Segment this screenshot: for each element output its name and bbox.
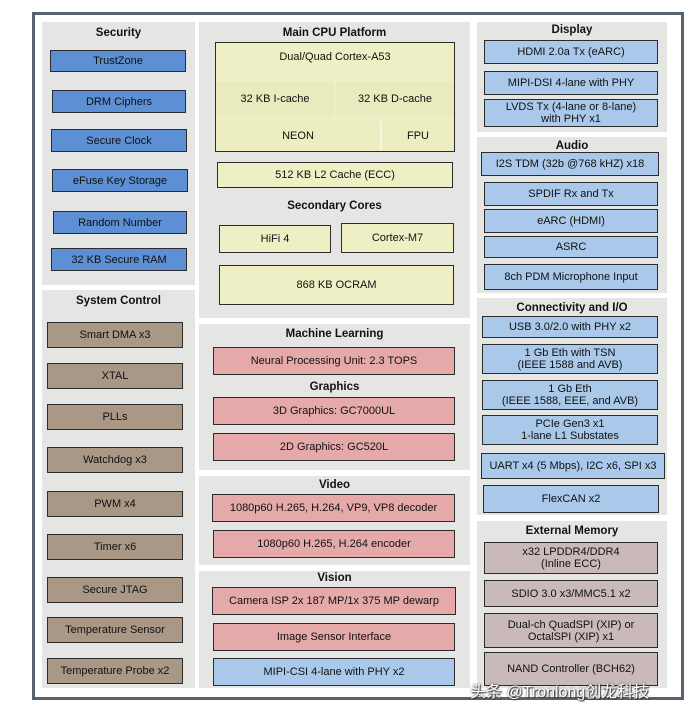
audio-title: Audio bbox=[555, 140, 589, 152]
system-item: Watchdog x3 bbox=[47, 447, 183, 473]
display-title: Display bbox=[551, 24, 593, 36]
connectivity-title: Connectivity and I/O bbox=[516, 302, 628, 314]
system-item: Temperature Sensor bbox=[47, 617, 183, 643]
cortex-a53-label: Dual/Quad Cortex-A53 bbox=[279, 51, 391, 63]
memory-item: x32 LPDDR4/DDR4 (Inline ECC) bbox=[484, 542, 658, 574]
audio-item: 8ch PDM Microphone Input bbox=[484, 264, 658, 290]
connectivity-item: FlexCAN x2 bbox=[483, 485, 659, 513]
cortex-m7-block: Cortex-M7 bbox=[341, 223, 454, 253]
memory-title: External Memory bbox=[525, 525, 619, 537]
vision-title: Vision bbox=[317, 572, 352, 584]
video-title: Video bbox=[318, 479, 351, 491]
l2-cache-block: 512 KB L2 Cache (ECC) bbox=[217, 162, 453, 188]
connectivity-item: USB 3.0/2.0 with PHY x2 bbox=[482, 316, 658, 338]
icache-block: 32 KB I-cache bbox=[216, 82, 334, 116]
system-item: Timer x6 bbox=[47, 534, 183, 560]
display-item: MIPI-DSI 4-lane with PHY bbox=[484, 71, 658, 95]
audio-item: SPDIF Rx and Tx bbox=[484, 182, 658, 206]
memory-item: NAND Controller (BCH62) bbox=[484, 652, 658, 686]
fpu-block: FPU bbox=[382, 121, 454, 151]
system-item: XTAL bbox=[47, 363, 183, 389]
connectivity-item: PCIe Gen3 x1 1-lane L1 Substates bbox=[482, 415, 658, 445]
display-item: HDMI 2.0a Tx (eARC) bbox=[484, 40, 658, 64]
secondary-cores-title: Secondary Cores bbox=[287, 200, 382, 212]
connectivity-item: 1 Gb Eth with TSN (IEEE 1588 and AVB) bbox=[482, 344, 658, 374]
security-item: 32 KB Secure RAM bbox=[51, 248, 187, 271]
security-item: TrustZone bbox=[50, 50, 186, 72]
ml-title: Machine Learning bbox=[285, 328, 384, 340]
system-item: Secure JTAG bbox=[47, 577, 183, 603]
security-title: Security bbox=[95, 27, 142, 39]
ml-item: Neural Processing Unit: 2.3 TOPS bbox=[213, 347, 455, 375]
system-item: Smart DMA x3 bbox=[47, 322, 183, 348]
connectivity-item: 1 Gb Eth (IEEE 1588, EEE, and AVB) bbox=[482, 380, 658, 410]
security-item: DRM Ciphers bbox=[52, 90, 186, 113]
memory-item: Dual-ch QuadSPI (XIP) or OctalSPI (XIP) … bbox=[484, 613, 658, 648]
vision-item: MIPI-CSI 4-lane with PHY x2 bbox=[213, 658, 455, 686]
system-item: PLLs bbox=[47, 404, 183, 430]
audio-item: ASRC bbox=[484, 236, 658, 258]
system-title: System Control bbox=[76, 295, 161, 307]
security-item: eFuse Key Storage bbox=[52, 169, 188, 192]
neon-block: NEON bbox=[216, 121, 382, 151]
vision-item: Image Sensor Interface bbox=[213, 623, 455, 651]
ocram-block: 868 KB OCRAM bbox=[219, 265, 454, 305]
video-item: 1080p60 H.265, H.264, VP9, VP8 decoder bbox=[212, 494, 455, 522]
dcache-block: 32 KB D-cache bbox=[336, 82, 454, 116]
hifi4-block: HiFi 4 bbox=[219, 225, 331, 253]
video-item: 1080p60 H.265, H.264 encoder bbox=[213, 530, 455, 558]
display-item: LVDS Tx (4-lane or 8-lane) with PHY x1 bbox=[484, 99, 658, 127]
security-item: Secure Clock bbox=[51, 129, 187, 152]
connectivity-item: UART x4 (5 Mbps), I2C x6, SPI x3 bbox=[481, 453, 665, 479]
audio-item: eARC (HDMI) bbox=[484, 209, 658, 233]
security-item: Random Number bbox=[53, 211, 187, 234]
system-item: Temperature Probe x2 bbox=[47, 658, 183, 684]
graphics-title: Graphics bbox=[309, 381, 360, 393]
main-cpu-title: Main CPU Platform bbox=[282, 27, 387, 39]
vision-item: Camera ISP 2x 187 MP/1x 375 MP dewarp bbox=[212, 587, 456, 615]
audio-item: I2S TDM (32b @768 kHZ) x18 bbox=[481, 152, 659, 176]
memory-item: SDIO 3.0 x3/MMC5.1 x2 bbox=[484, 580, 658, 607]
graphics-item: 2D Graphics: GC520L bbox=[213, 433, 455, 461]
watermark: 头条 @Tronlong创龙科技 bbox=[470, 684, 650, 701]
system-item: PWM x4 bbox=[47, 491, 183, 517]
graphics-item: 3D Graphics: GC7000UL bbox=[213, 397, 455, 425]
